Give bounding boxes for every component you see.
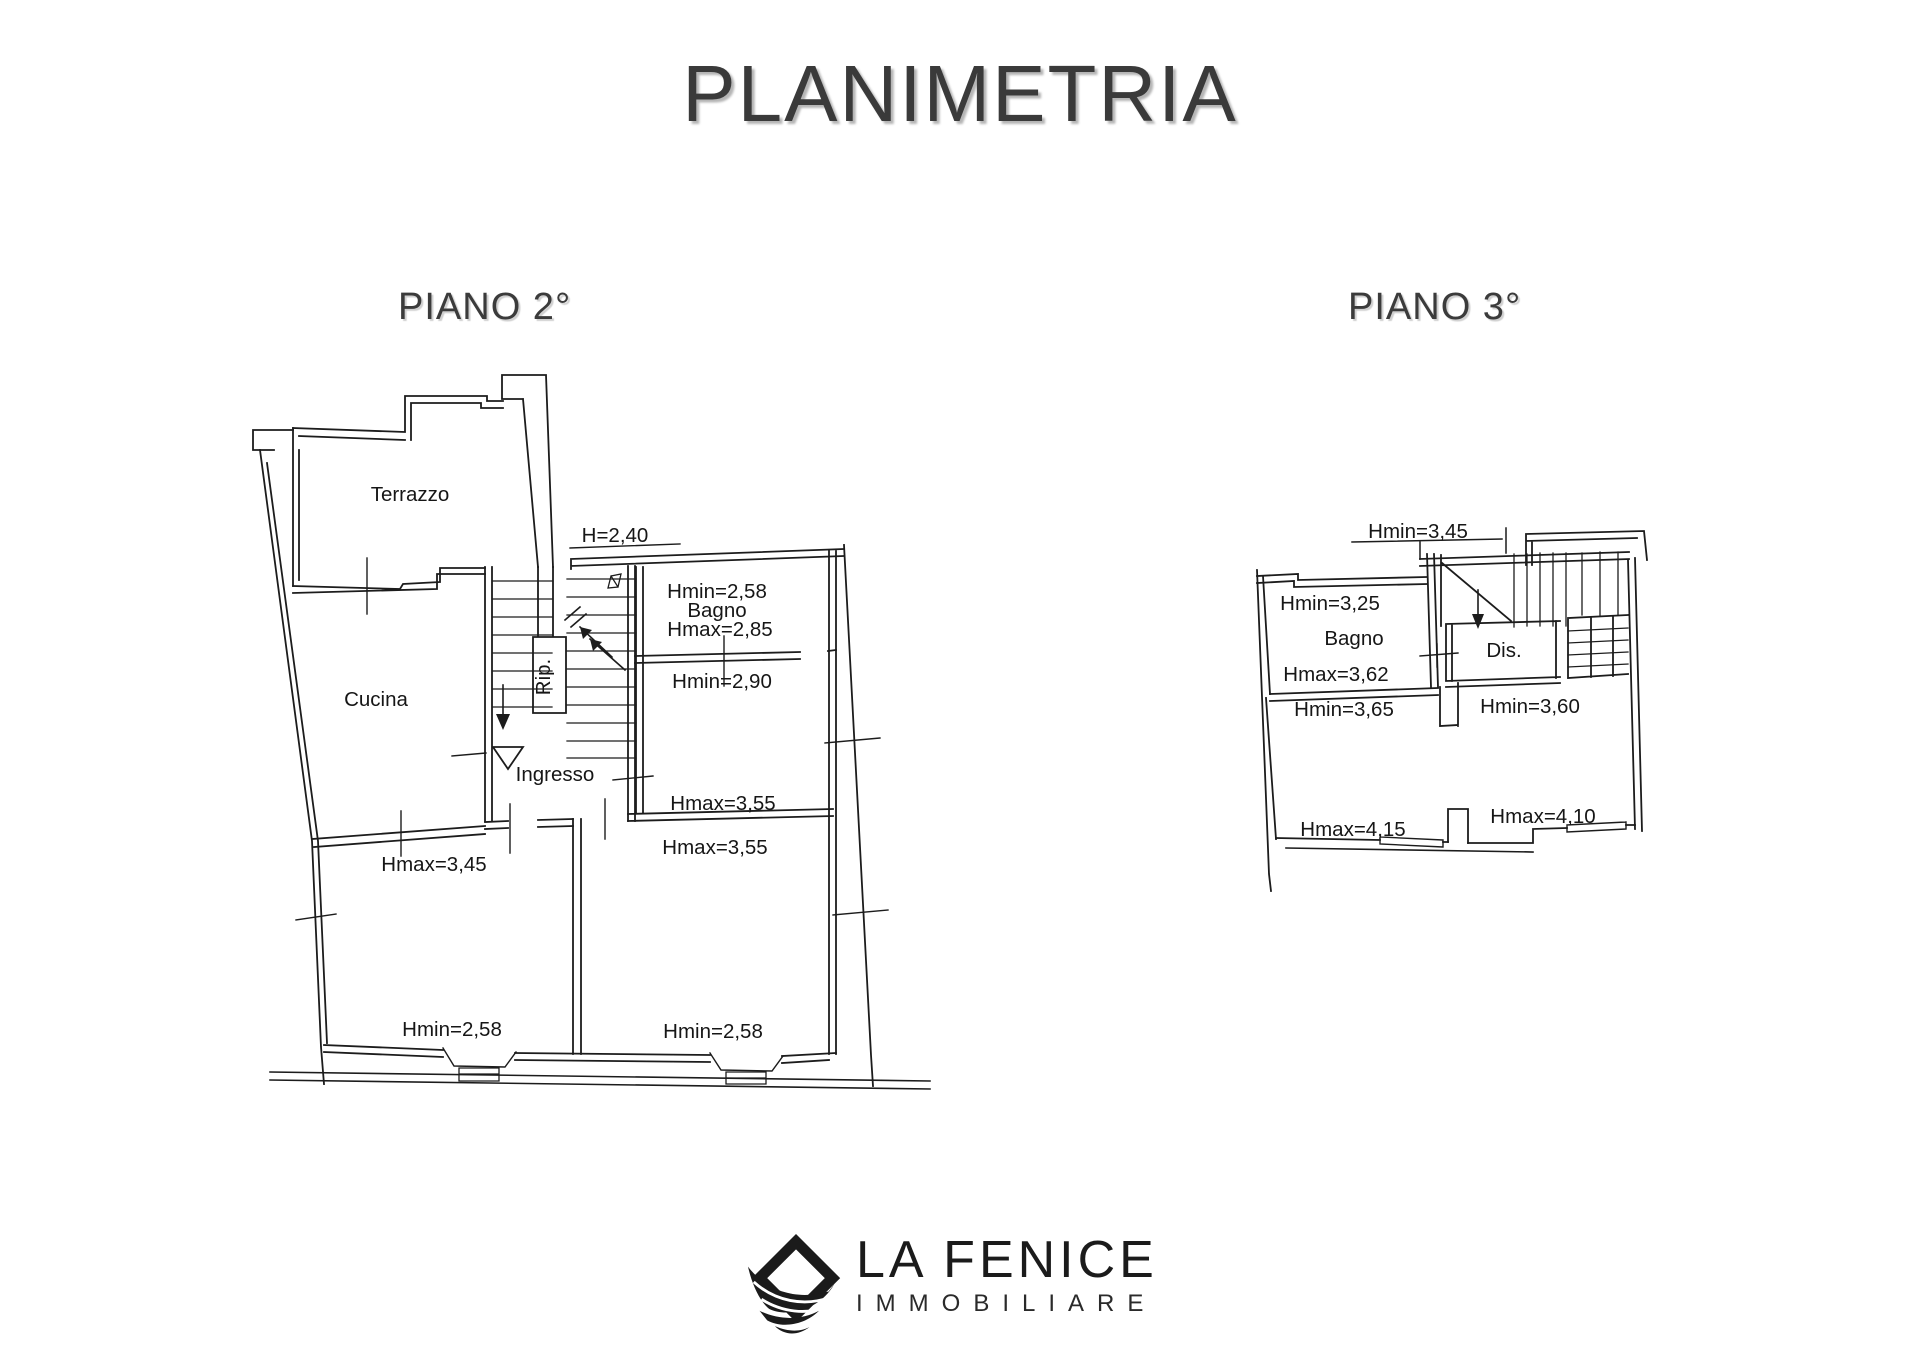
- floorplan-piano3-arrowheads: [1472, 614, 1484, 629]
- height-label-hmax355-b: Hmax=3,55: [662, 836, 767, 859]
- room-label-rip: Rip.: [532, 659, 555, 695]
- agency-subtitle: IMMOBILIARE: [856, 1290, 1157, 1317]
- height-label-hmin365: Hmin=3,65: [1294, 698, 1394, 721]
- agency-name: LA FENICE: [856, 1231, 1158, 1289]
- height-label-bagno-hmin: Hmin=2,58: [667, 580, 767, 603]
- floorplan-piano2-labels: Terrazzo H=2,40 Hmin=2,58 Bagno Hmax=2,8…: [344, 483, 776, 1043]
- floor-label-piano2: PIANO 2°: [398, 286, 572, 328]
- floorplan-piano3-walls: [1256, 527, 1648, 892]
- height-label-hmax355-a: Hmax=3,55: [670, 792, 775, 815]
- height-label-hmin258-left: Hmin=2,58: [402, 1018, 502, 1041]
- height-label-hmax345: Hmax=3,45: [381, 853, 486, 876]
- floorplan-piano2: Terrazzo H=2,40 Hmin=2,58 Bagno Hmax=2,8…: [252, 374, 931, 1090]
- agency-logo: LA FENICE IMMOBILIARE: [748, 1228, 1158, 1334]
- floorplan-piano2-walls: [252, 374, 931, 1090]
- room-label-bagno: Bagno: [687, 599, 746, 622]
- room-label-ingresso: Ingresso: [516, 763, 595, 786]
- room-label-terrazzo: Terrazzo: [371, 483, 450, 506]
- floorplan-piano3-labels: Hmin=3,45 Hmin=3,25 Bagno Hmax=3,62 Dis.…: [1280, 520, 1596, 841]
- height-label-hmax362: Hmax=3,62: [1283, 663, 1388, 686]
- height-label-hmin258-right: Hmin=2,58: [663, 1020, 763, 1043]
- room-label-cucina: Cucina: [344, 688, 408, 711]
- height-label-hmax410: Hmax=4,10: [1490, 805, 1595, 828]
- height-label-hmin325: Hmin=3,25: [1280, 592, 1380, 615]
- room-label-bagno3: Bagno: [1324, 627, 1383, 650]
- la-fenice-house-wing-icon: [748, 1233, 841, 1334]
- height-label-h240: H=2,40: [582, 524, 649, 547]
- height-label-bagno-hmax: Hmax=2,85: [667, 618, 772, 641]
- floorplan-piano2-arrowheads: [496, 627, 602, 730]
- height-label-hmin360: Hmin=3,60: [1480, 695, 1580, 718]
- floor-label-piano3: PIANO 3°: [1348, 286, 1522, 328]
- agency-logo-text: LA FENICE IMMOBILIARE: [856, 1228, 1158, 1318]
- floorplan-piano3: Hmin=3,45 Hmin=3,25 Bagno Hmax=3,62 Dis.…: [1256, 520, 1648, 892]
- height-label-hmax415: Hmax=4,15: [1300, 818, 1405, 841]
- room-label-dis: Dis.: [1486, 639, 1521, 662]
- height-label-hmin345: Hmin=3,45: [1368, 520, 1468, 543]
- page-title: PLANIMETRIA: [682, 49, 1238, 138]
- height-label-hmin290: Hmin=2,90: [672, 670, 772, 693]
